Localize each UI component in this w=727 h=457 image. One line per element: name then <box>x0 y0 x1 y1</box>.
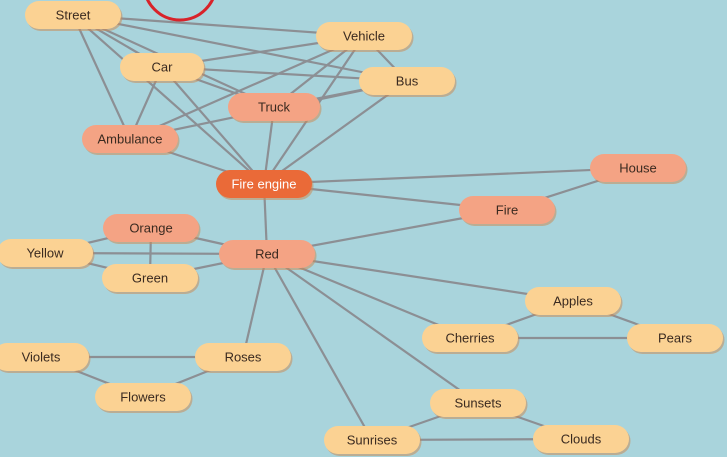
node-label: Ambulance <box>97 132 162 147</box>
node-red: Red <box>219 240 317 270</box>
node-violets: Violets <box>0 343 91 373</box>
node-label: Red <box>255 247 279 262</box>
node-fire: Fire <box>459 196 557 226</box>
node-label: Green <box>132 271 168 286</box>
node-label: Flowers <box>120 390 166 405</box>
edge-red-apples <box>266 252 574 303</box>
node-vehicle: Vehicle <box>316 22 414 52</box>
node-label: Pears <box>658 331 692 346</box>
node-street: Street <box>25 1 123 31</box>
node-car: Car <box>120 53 206 83</box>
node-pill <box>533 425 629 453</box>
node-pill <box>590 154 686 182</box>
node-label: Clouds <box>561 432 602 447</box>
node-label: Apples <box>553 294 593 309</box>
node-clouds: Clouds <box>533 425 631 455</box>
node-label: Vehicle <box>343 29 385 44</box>
node-label: Bus <box>396 74 419 89</box>
node-pill <box>102 264 198 292</box>
node-cherries: Cherries <box>422 324 520 354</box>
edge-car-fire_engine <box>161 66 265 185</box>
node-yellow: Yellow <box>0 239 95 269</box>
node-label: Fire engine <box>231 177 296 192</box>
node-pill <box>0 343 89 371</box>
node-pill <box>25 1 121 29</box>
node-label: Cherries <box>445 331 495 346</box>
node-sunrises: Sunrises <box>324 426 422 456</box>
node-ambulance: Ambulance <box>82 125 180 155</box>
node-bus: Bus <box>359 67 457 97</box>
node-apples: Apples <box>525 287 623 317</box>
node-pill <box>459 196 555 224</box>
node-pill <box>95 383 191 411</box>
node-fire-engine: Fire engine <box>216 170 314 200</box>
node-flowers: Flowers <box>95 383 193 413</box>
node-label: Yellow <box>26 246 64 261</box>
node-pill <box>120 53 204 81</box>
node-pill <box>627 324 723 352</box>
node-green: Green <box>102 264 200 294</box>
node-pill <box>82 125 178 153</box>
node-pill <box>316 22 412 50</box>
node-orange: Orange <box>103 214 201 244</box>
node-label: Truck <box>258 100 291 115</box>
edge-street-fire_engine <box>72 14 265 185</box>
node-pill <box>0 239 93 267</box>
node-label: Fire <box>496 203 518 218</box>
edge-red-sunsets <box>266 253 479 404</box>
edge-street-bus <box>72 13 408 83</box>
edge-fire_engine-house <box>263 166 639 186</box>
node-label: Violets <box>22 350 61 365</box>
node-label: Roses <box>225 350 262 365</box>
node-label: Street <box>56 8 91 23</box>
node-pill <box>422 324 518 352</box>
node-house: House <box>590 154 688 184</box>
node-pill <box>359 67 455 95</box>
node-label: House <box>619 161 657 176</box>
node-label: Orange <box>129 221 172 236</box>
node-pill <box>216 170 312 198</box>
edge-red-roses <box>241 253 269 358</box>
node-pill <box>324 426 420 454</box>
node-pill <box>430 389 526 417</box>
edge-street-ambulance <box>72 14 131 140</box>
node-label: Car <box>152 60 174 75</box>
node-roses: Roses <box>195 343 293 373</box>
node-pill <box>228 93 320 121</box>
node-sunsets: Sunsets <box>430 389 528 419</box>
node-truck: Truck <box>228 93 322 123</box>
node-pill <box>195 343 291 371</box>
edge-vehicle-ambulance <box>129 34 365 141</box>
node-pill <box>219 240 315 268</box>
node-pill <box>525 287 621 315</box>
node-label: Sunsets <box>455 396 502 411</box>
node-pears: Pears <box>627 324 725 354</box>
edge-bus-fire_engine <box>263 80 408 185</box>
node-label: Sunrises <box>347 433 398 448</box>
edge-red-sunrises <box>266 253 373 441</box>
node-pill <box>103 214 199 242</box>
highlight-circle <box>146 0 214 22</box>
